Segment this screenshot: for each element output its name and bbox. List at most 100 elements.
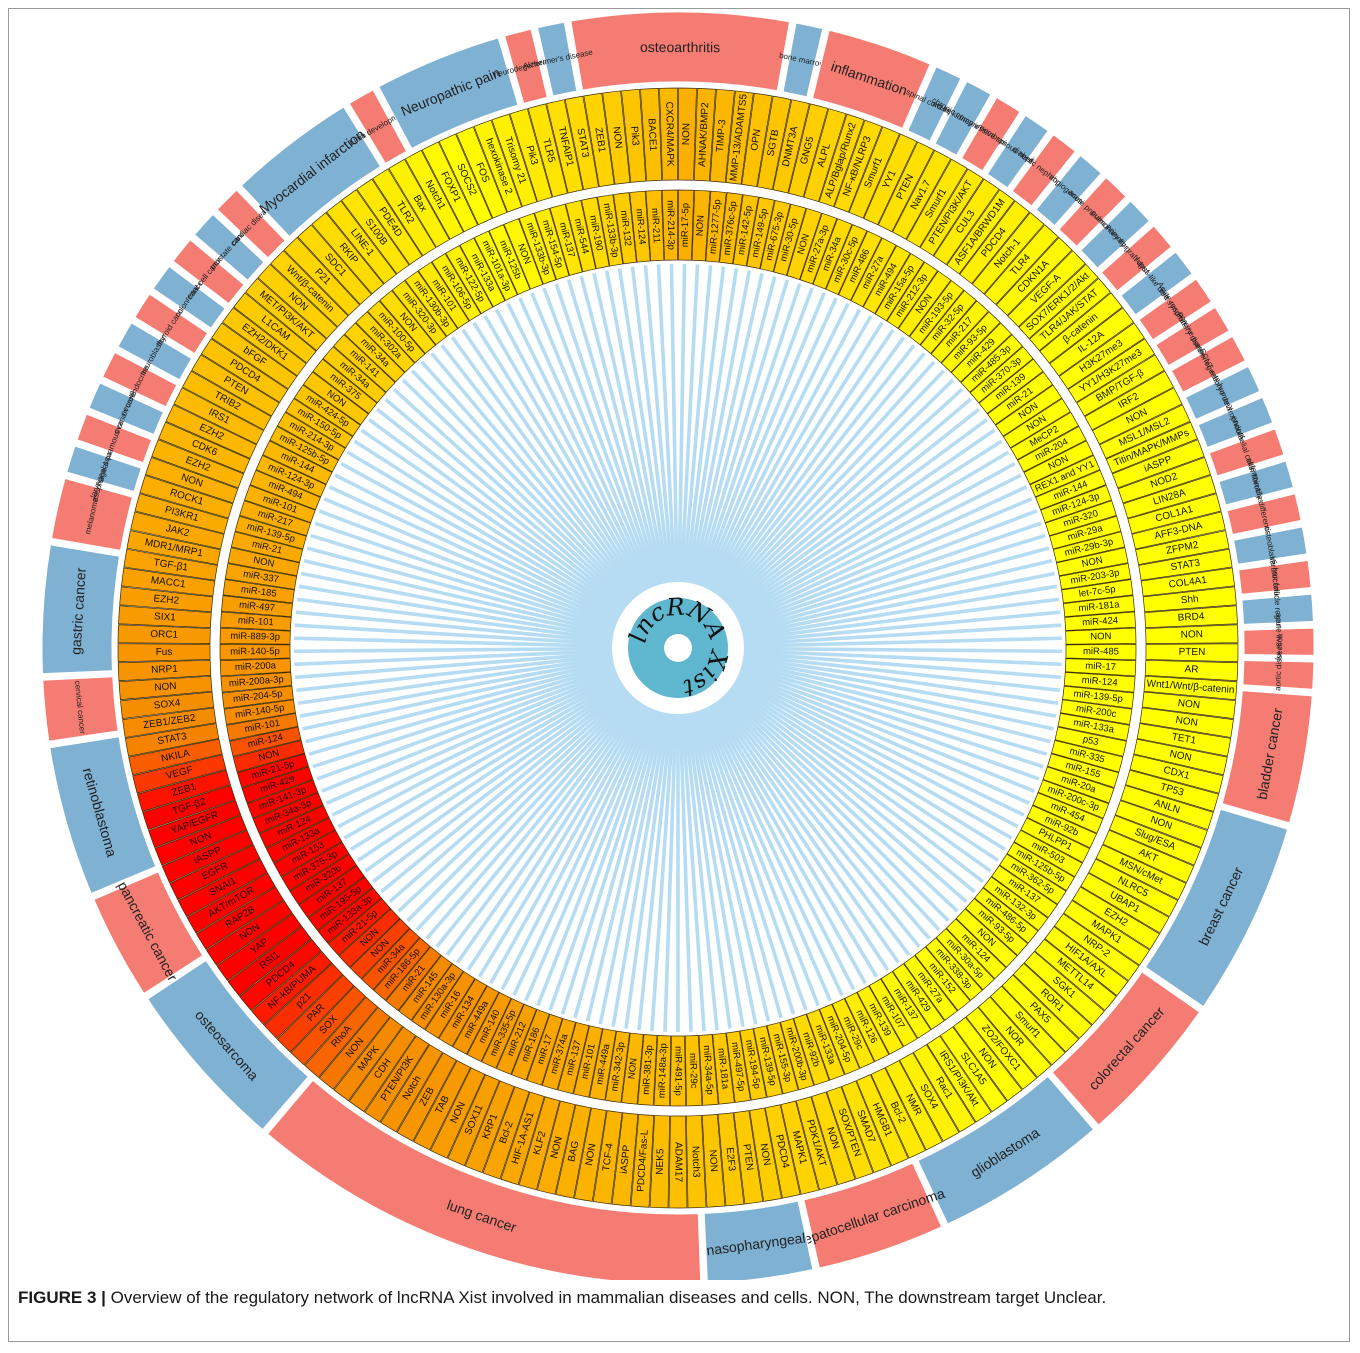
mirna-segment (241, 766, 314, 804)
spoke-line (682, 713, 719, 1031)
target-segment (500, 1091, 545, 1186)
target-label: STAT3 (574, 127, 590, 159)
mirna-segment (999, 853, 1067, 905)
mirna-segment (677, 189, 695, 261)
mirna-segment (534, 208, 570, 280)
spoke-line (331, 675, 620, 817)
mirna-segment (589, 1028, 617, 1101)
mirna-label: NON (252, 555, 275, 570)
spoke-line (524, 707, 654, 1002)
spoke-line (702, 707, 832, 1002)
target-label: NON (154, 681, 177, 694)
target-segment (818, 113, 865, 208)
target-segment (848, 126, 900, 219)
spoke-line (566, 279, 661, 586)
disease-segment (266, 1079, 702, 1280)
mirna-segment (223, 699, 296, 725)
target-segment (447, 1074, 500, 1167)
target-segment (195, 886, 284, 950)
mirna-segment (307, 876, 374, 932)
mirna-segment (252, 792, 324, 834)
mirna-label: miR-497 (239, 600, 276, 614)
mirna-segment (793, 1013, 830, 1086)
target-segment (1001, 974, 1080, 1053)
spoke-line (388, 690, 630, 904)
mirna-segment (880, 971, 932, 1039)
mirna-segment (1064, 658, 1137, 677)
target-segment (233, 292, 317, 364)
spoke-line (735, 677, 1019, 829)
spoke-line (435, 698, 638, 948)
target-segment (1058, 322, 1145, 390)
target-segment (1084, 370, 1174, 431)
spoke-line (554, 283, 659, 586)
target-segment (717, 1112, 745, 1207)
mirna-segment (234, 515, 307, 550)
target-segment (1140, 567, 1235, 597)
disease-segment (152, 265, 226, 329)
target-segment (583, 92, 615, 188)
target-segment (186, 872, 276, 934)
target-segment (1080, 872, 1170, 934)
mirna-segment (705, 190, 727, 263)
spoke-line (326, 673, 619, 805)
target-segment (182, 370, 272, 431)
spoke-line (384, 397, 629, 607)
target-segment (290, 985, 367, 1066)
spoke-line (299, 657, 614, 718)
mirna-segment (1026, 805, 1098, 849)
target-segment (1144, 659, 1239, 682)
target-segment (1127, 493, 1222, 534)
target-segment (136, 769, 231, 812)
spoke-line (425, 696, 637, 940)
target-segment (630, 1113, 655, 1208)
target-segment (130, 511, 225, 550)
mirna-segment (541, 1018, 577, 1091)
target-segment (161, 829, 254, 884)
mirna-segment (1017, 425, 1087, 473)
mirna-segment (452, 985, 500, 1055)
mirna-segment (338, 908, 401, 968)
target-segment (413, 1060, 471, 1151)
target-segment (701, 1113, 726, 1208)
disease-segment (216, 189, 286, 259)
mirna-segment (925, 937, 983, 1001)
mirna-segment (1044, 500, 1117, 537)
target-segment (341, 189, 410, 275)
spoke-line (477, 703, 646, 978)
target-label: OPN (749, 128, 763, 151)
spoke-line (445, 699, 640, 956)
mirna-segment (1063, 672, 1136, 693)
disease-segment (1242, 659, 1315, 690)
target-segment (380, 1044, 443, 1133)
mirna-segment (367, 300, 426, 364)
spoke-line (731, 682, 999, 862)
mirna-segment (868, 978, 918, 1047)
mirna-segment (1040, 484, 1112, 523)
mirna-segment (1062, 685, 1135, 709)
spoke-line (743, 653, 1060, 693)
mirna-segment (960, 334, 1023, 393)
target-label: Notch3 (689, 1146, 701, 1178)
target-segment (1143, 675, 1238, 701)
disease-segment (134, 293, 209, 355)
mirna-label: miR-181a (715, 1048, 730, 1091)
target-segment (1105, 421, 1198, 474)
mirna-segment (773, 203, 807, 276)
target-segment (509, 108, 553, 203)
disease-segment (1155, 306, 1230, 367)
spoke-line (695, 279, 790, 586)
mirna-segment (819, 1003, 860, 1075)
target-segment (251, 951, 333, 1026)
target-segment (173, 387, 265, 445)
mirna-label: miR-485 (1083, 646, 1119, 657)
mirna-segment (940, 311, 1001, 373)
target-segment (952, 1016, 1023, 1102)
figure-caption: FIGURE 3 | Overview of the regulatory ne… (18, 1288, 1338, 1308)
caption-label: FIGURE 3 | (18, 1288, 106, 1307)
spoke-line (688, 270, 752, 584)
mirna-label: miR-381-3p (641, 1045, 655, 1095)
target-label: CXCR4/MAPK (663, 101, 675, 167)
spoke-layer (293, 264, 1063, 1032)
